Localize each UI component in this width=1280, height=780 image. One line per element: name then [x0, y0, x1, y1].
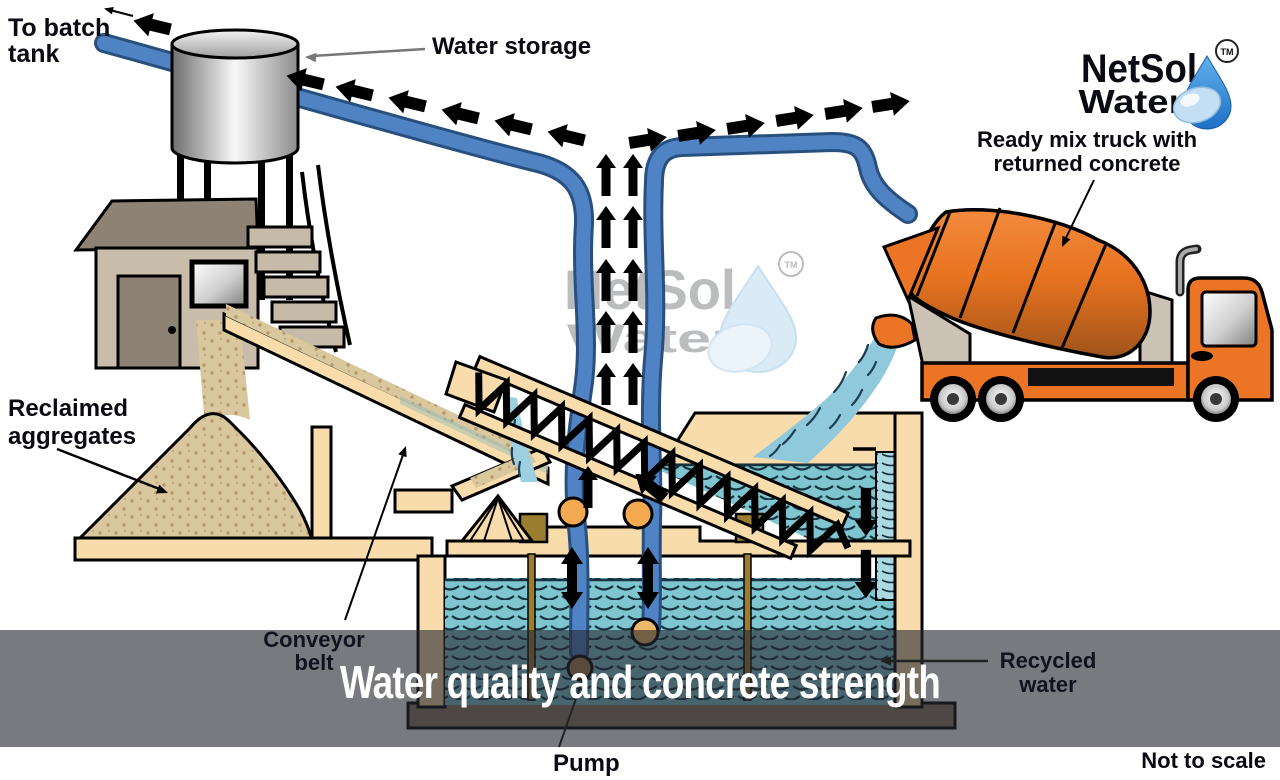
building-door	[116, 274, 182, 370]
logo-tm-circle	[1215, 39, 1239, 63]
label-to-batch-tank-2: tank	[8, 40, 60, 68]
conveyor-pointer	[344, 451, 405, 621]
label-conveyor-1: Conveyor	[263, 627, 365, 652]
water-storage-pointer	[311, 47, 426, 58]
watermark-tm: TM	[785, 260, 798, 270]
roller-left	[557, 496, 589, 528]
drum-fin	[881, 225, 941, 304]
mixer-drum	[908, 208, 1152, 360]
screw-upper-plank	[472, 354, 850, 529]
reclaimed-pointer	[56, 447, 163, 492]
watermark-tm-circle	[778, 251, 804, 277]
label-reclaimed-2: aggregates	[8, 423, 136, 450]
watermark-drop-gloss	[707, 323, 773, 373]
label-recycled-1: Recycled	[1000, 648, 1097, 673]
label-ready-mix-1: Ready mix truck with	[977, 127, 1197, 152]
page-title: Water quality and concrete strength	[340, 656, 940, 708]
to-batch-pointer-head	[103, 4, 114, 15]
exhaust-stack-shine	[1178, 247, 1198, 294]
label-ready-mix-2: returned concrete	[993, 151, 1180, 176]
storage-tank-body	[170, 42, 300, 165]
label-to-batch-tank-1: To batch	[8, 14, 110, 42]
pipe-to-storage	[97, 36, 593, 659]
banner-overlay	[0, 630, 1280, 747]
logo-tm: TM	[1221, 47, 1234, 57]
water-storage-tank	[170, 28, 300, 165]
label-not-to-scale: Not to scale	[1141, 748, 1266, 773]
building-window	[189, 259, 249, 309]
label-water-storage: Water storage	[432, 33, 591, 60]
label-reclaimed-1: Reclaimed	[8, 395, 128, 422]
logo-text-top: NetSol	[1081, 47, 1197, 91]
netsol-logo: NetSol Water TM	[1079, 39, 1239, 130]
storage-tank-top	[170, 28, 300, 60]
platform-rim	[393, 488, 454, 514]
drum-segments	[915, 207, 1108, 349]
drum-spout	[871, 313, 917, 349]
cone-ribs	[469, 497, 525, 542]
labels: To batch tank Water storage Ready mix tr…	[8, 4, 1266, 777]
cab-handle	[1191, 351, 1213, 361]
stair-handrail-2	[316, 164, 352, 346]
aggregate-handling	[73, 304, 550, 562]
ready-mix-pointer	[1063, 179, 1095, 243]
logo-drop-highlight	[1180, 93, 1200, 107]
label-conveyor-2: belt	[294, 650, 334, 675]
door-knob	[168, 326, 176, 334]
aggregate-on-belt	[226, 304, 548, 470]
tank-legs	[177, 150, 293, 300]
ready-mix-truck	[871, 207, 1274, 422]
screw-conveyor	[444, 354, 852, 561]
stairs	[246, 225, 346, 349]
waterfall	[753, 322, 901, 463]
truck-wheels	[930, 376, 1239, 422]
screw-flights	[475, 372, 852, 559]
aggregate-pile	[74, 412, 314, 542]
falling-aggregate	[196, 320, 250, 425]
logo-text-bottom: Water	[1079, 83, 1184, 120]
water-storage-pointer-head	[304, 52, 317, 63]
label-pump: Pump	[553, 750, 620, 777]
building-roof	[73, 197, 260, 252]
truck-discharge-water	[753, 322, 901, 463]
conveyor-pointer-head	[398, 444, 411, 458]
label-recycled-2: water	[1018, 672, 1077, 697]
screw-lower-plank	[457, 402, 799, 561]
roller-right	[622, 498, 654, 530]
title-banner: Water quality and concrete strength	[0, 630, 1280, 747]
separator-cone	[458, 493, 536, 543]
pile-platform	[73, 536, 434, 562]
cab-window	[1200, 290, 1258, 348]
waterfall-texture	[768, 343, 878, 458]
bed-stripe	[1028, 368, 1174, 386]
support-post	[310, 425, 333, 542]
